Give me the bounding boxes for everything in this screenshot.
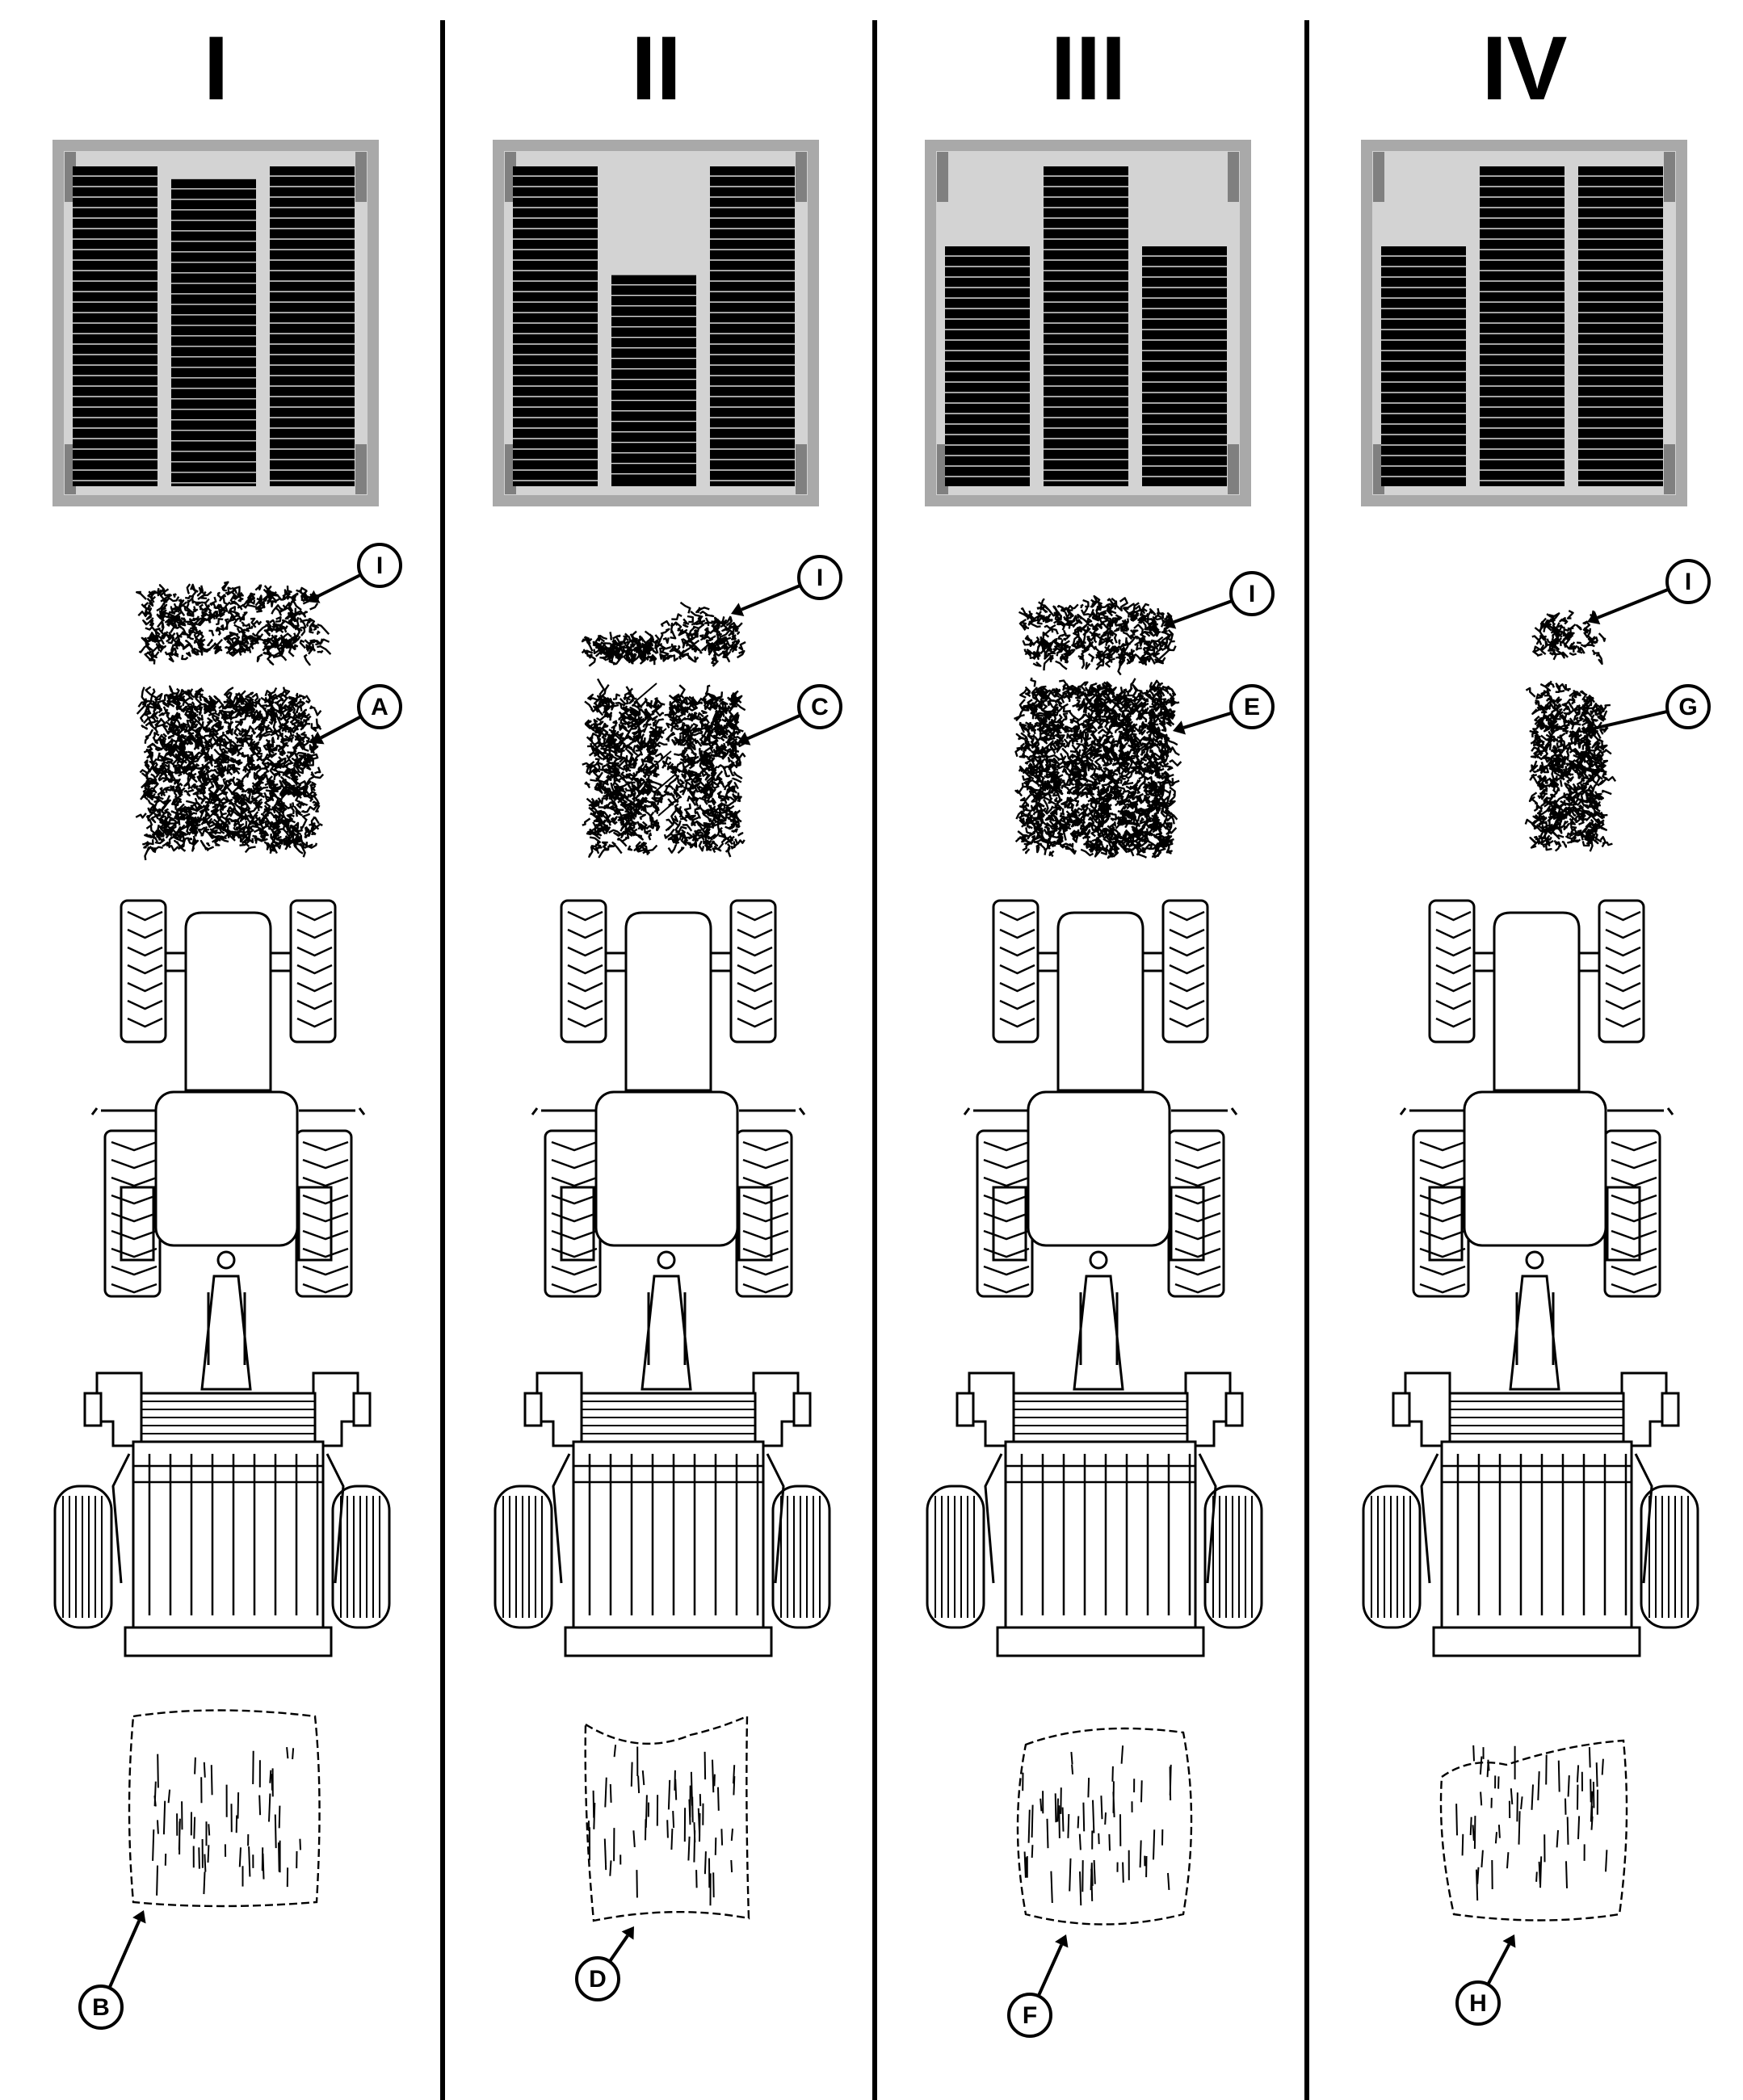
- callout-label: I: [817, 565, 823, 591]
- indicator-column: [171, 178, 256, 486]
- panel-illustration: I E F: [925, 140, 1275, 2038]
- indicator-column: [1142, 246, 1227, 486]
- callout-i: I: [731, 555, 842, 617]
- bale-shape-indicator: [1361, 140, 1687, 506]
- panel-4: IV I G H: [1308, 0, 1741, 2100]
- indicator-column: [513, 166, 598, 486]
- indicator-column: [611, 275, 696, 486]
- panel-divider: [872, 20, 877, 2100]
- callout-c: C: [737, 684, 842, 746]
- panel-numeral: III: [1050, 18, 1127, 119]
- panel-illustration: I G H: [1361, 140, 1711, 2026]
- baler-topview: [1362, 1275, 1699, 1657]
- bale-shape-indicator: [493, 140, 819, 506]
- indicator-column: [73, 166, 158, 486]
- callout-label: A: [371, 694, 388, 720]
- tractor-topview: [963, 899, 1238, 1298]
- callout-e: E: [1173, 684, 1275, 735]
- callout-label: D: [589, 1966, 607, 1993]
- callout-label: E: [1244, 694, 1260, 720]
- tractor-topview: [1399, 899, 1674, 1298]
- windrow-cross-section: [581, 601, 749, 859]
- callout-a: A: [311, 684, 402, 745]
- callout-b: B: [78, 1910, 146, 2030]
- indicator-column: [270, 166, 355, 486]
- indicator-column: [710, 166, 795, 486]
- callout-i: I: [1587, 559, 1711, 625]
- tractor-topview: [531, 899, 806, 1298]
- baler-topview: [926, 1275, 1263, 1657]
- bale-outline: [1016, 1727, 1193, 1926]
- panel-2: II I C D: [440, 0, 872, 2100]
- panel-3: III I E F: [872, 0, 1304, 2100]
- indicator-column: [1578, 166, 1663, 486]
- callout-label: I: [1685, 569, 1691, 595]
- callout-h: H: [1455, 1934, 1516, 2026]
- windrow-cross-section: [135, 581, 332, 861]
- bale-outline: [1439, 1739, 1628, 1922]
- callout-label: I: [1249, 581, 1255, 607]
- panel-1: I I A B: [0, 0, 432, 2100]
- panel-illustration: I C D: [493, 140, 842, 2001]
- callout-i: I: [307, 543, 402, 603]
- bale-outline: [128, 1709, 321, 1908]
- indicator-column: [1480, 166, 1564, 486]
- callout-g: G: [1583, 684, 1711, 736]
- windrow-cross-section: [1524, 610, 1617, 852]
- callout-i: I: [1163, 571, 1275, 629]
- callout-label: H: [1469, 1990, 1487, 2017]
- panel-divider: [440, 20, 445, 2100]
- indicator-column: [1044, 166, 1128, 486]
- panel-divider: [1304, 20, 1309, 2100]
- bale-outline: [584, 1715, 750, 1922]
- callout-label: B: [92, 1994, 110, 2021]
- indicator-column: [1381, 246, 1466, 486]
- panel-numeral: IV: [1481, 18, 1568, 119]
- callout-label: G: [1678, 694, 1697, 720]
- panel-numeral: II: [631, 18, 682, 119]
- tractor-topview: [90, 899, 366, 1298]
- callout-d: D: [575, 1926, 634, 2001]
- panel-illustration: I A B: [52, 140, 402, 2030]
- baler-topview: [53, 1275, 391, 1657]
- callout-label: F: [1023, 2002, 1037, 2029]
- indicator-column: [945, 246, 1030, 486]
- panel-numeral: I: [203, 18, 229, 119]
- bale-shape-indicator: [52, 140, 379, 506]
- callout-label: I: [376, 552, 383, 579]
- baler-topview: [494, 1275, 831, 1657]
- callout-label: C: [811, 694, 829, 720]
- callout-f: F: [1007, 1934, 1069, 2038]
- windrow-cross-section: [1014, 594, 1182, 859]
- bale-shape-indicator: [925, 140, 1251, 506]
